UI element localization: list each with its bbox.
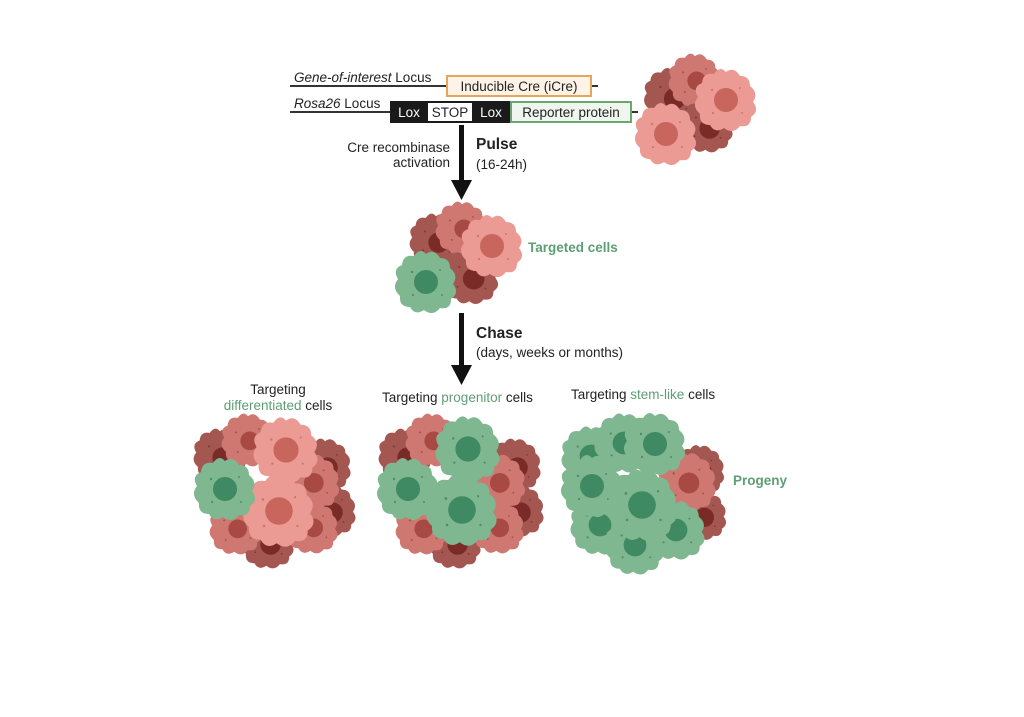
progenitor-suffix: cells <box>502 390 533 405</box>
stem-like-cell-cluster <box>560 412 727 575</box>
progenitor-cell-cluster <box>376 413 544 569</box>
pulse-arrow <box>451 125 472 200</box>
chase-arrow <box>451 313 472 385</box>
pulse-title: Pulse <box>476 136 518 153</box>
reporter-box: Reporter protein <box>510 101 632 123</box>
differentiated-title-line1: Targeting <box>250 382 306 397</box>
goi-locus-suffix: Locus <box>391 70 432 85</box>
targeted-cell-cluster <box>394 201 523 314</box>
stem-prefix: Targeting <box>571 387 631 402</box>
cre-activation-line1: Cre recombinase <box>347 140 450 155</box>
differentiated-highlight: differentiated <box>223 398 302 413</box>
progenitor-title: Targeting progenitor cells <box>382 390 533 405</box>
progenitor-prefix: Targeting <box>382 390 442 405</box>
progenitor-highlight: progenitor <box>441 390 503 405</box>
stem-suffix: cells <box>684 387 716 402</box>
lox-box-1: Lox <box>390 101 428 123</box>
pulse-duration: (16-24h) <box>476 157 528 172</box>
icre-box: Inducible Cre (iCre) <box>446 75 592 97</box>
rosa-locus-label: Rosa26 Locus <box>294 96 380 111</box>
stem-highlight: stem-like <box>630 387 685 402</box>
stop-label: STOP <box>431 104 469 120</box>
differentiated-suffix: cells <box>301 398 333 413</box>
goi-locus-label: Gene-of-interest Locus <box>294 70 431 85</box>
targeted-cells-label: Targeted cells <box>528 240 618 255</box>
rosa-locus-suffix: Locus <box>340 96 381 111</box>
differentiated-cell-cluster <box>193 413 356 569</box>
chase-title: Chase <box>476 325 523 342</box>
stem-title: Targeting stem-like cells <box>571 387 715 402</box>
icre-label: Inducible Cre (iCre) <box>460 78 578 94</box>
lox2-label: Lox <box>480 104 502 120</box>
rosa-name: Rosa26 <box>294 96 341 111</box>
progeny-label: Progeny <box>733 473 788 488</box>
goi-name: Gene-of-interest <box>294 70 392 85</box>
lox1-label: Lox <box>398 104 420 120</box>
lox-box-2: Lox <box>472 101 510 123</box>
reporter-label: Reporter protein <box>522 104 620 120</box>
cre-activation-line2: activation <box>392 155 450 170</box>
stop-box: STOP <box>428 101 472 123</box>
chase-duration: (days, weeks or months) <box>476 345 624 360</box>
initial-cell-cluster <box>634 53 757 166</box>
differentiated-title-line2: differentiated cells <box>200 398 356 413</box>
